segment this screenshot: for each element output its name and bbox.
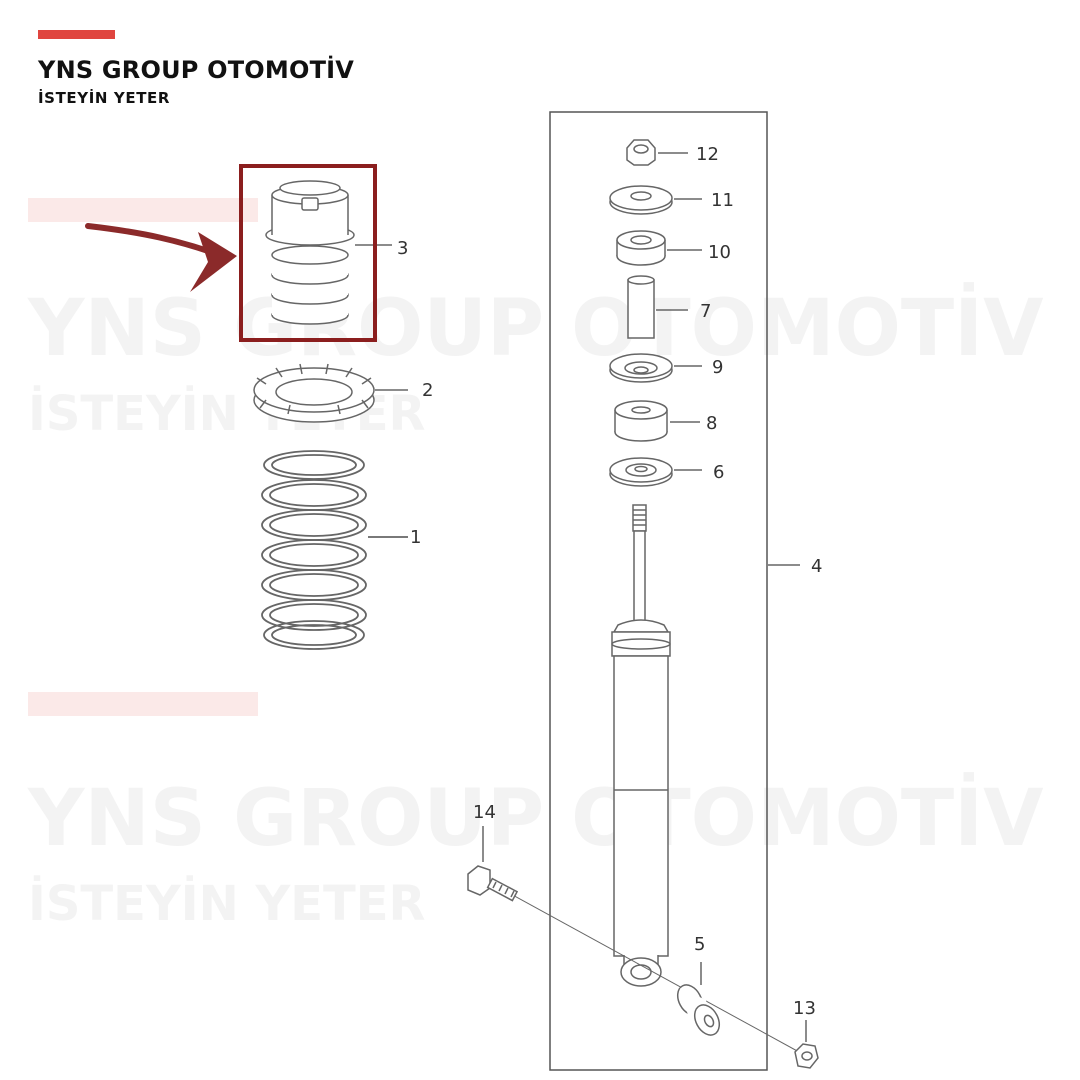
- watermark-title-top: YNS GROUP OTOMOTİV: [27, 282, 1044, 374]
- part-5-bushing: [676, 962, 721, 1036]
- part-11-washer: [609, 185, 702, 215]
- watermark-subtitle-bottom: İSTEYİN YETER: [28, 875, 426, 932]
- callout-4: 4: [811, 556, 822, 577]
- callout-14: 14: [473, 802, 496, 823]
- part-2-spring-seat: [253, 363, 408, 423]
- callout-3: 3: [397, 238, 408, 259]
- callout-2: 2: [422, 380, 433, 401]
- part-4-frame: [549, 111, 768, 1071]
- part-10-bushing: [616, 230, 702, 266]
- callout-12: 12: [696, 144, 719, 165]
- highlight-box: [239, 164, 377, 342]
- callout-13: 13: [793, 998, 816, 1019]
- callout-11: 11: [711, 190, 734, 211]
- highlight-arrow-head: [190, 232, 237, 292]
- part-7-sleeve: [627, 275, 688, 339]
- watermark: YNS GROUP OTOMOTİV İSTEYİN YETER YNS GRO…: [27, 198, 1044, 932]
- part-14-bolt: [467, 826, 811, 1059]
- callout-8: 8: [706, 413, 717, 434]
- part-6-cup: [609, 457, 702, 487]
- brand-title: YNS GROUP OTOMOTİV: [38, 56, 355, 84]
- callout-5: 5: [694, 934, 705, 955]
- part-12-nut: [626, 139, 688, 166]
- callout-9: 9: [712, 357, 723, 378]
- brand-accent-bar: [38, 30, 115, 39]
- part-4-shock-absorber: [611, 504, 800, 987]
- part-8-bushing: [614, 400, 700, 442]
- part-13-nut: [794, 1020, 819, 1069]
- callout-7: 7: [700, 301, 711, 322]
- callout-6: 6: [713, 462, 724, 483]
- callout-10: 10: [708, 242, 731, 263]
- watermark-title-bottom: YNS GROUP OTOMOTİV: [27, 772, 1044, 864]
- brand-subtitle: İSTEYİN YETER: [38, 89, 171, 107]
- watermark-bar-bottom: [28, 692, 258, 716]
- callout-1: 1: [410, 527, 421, 548]
- watermark-bar-top: [28, 198, 258, 222]
- part-3-bump-stop: [265, 180, 392, 325]
- part-9-cup: [609, 353, 702, 383]
- part-1-coil-spring: [261, 450, 408, 650]
